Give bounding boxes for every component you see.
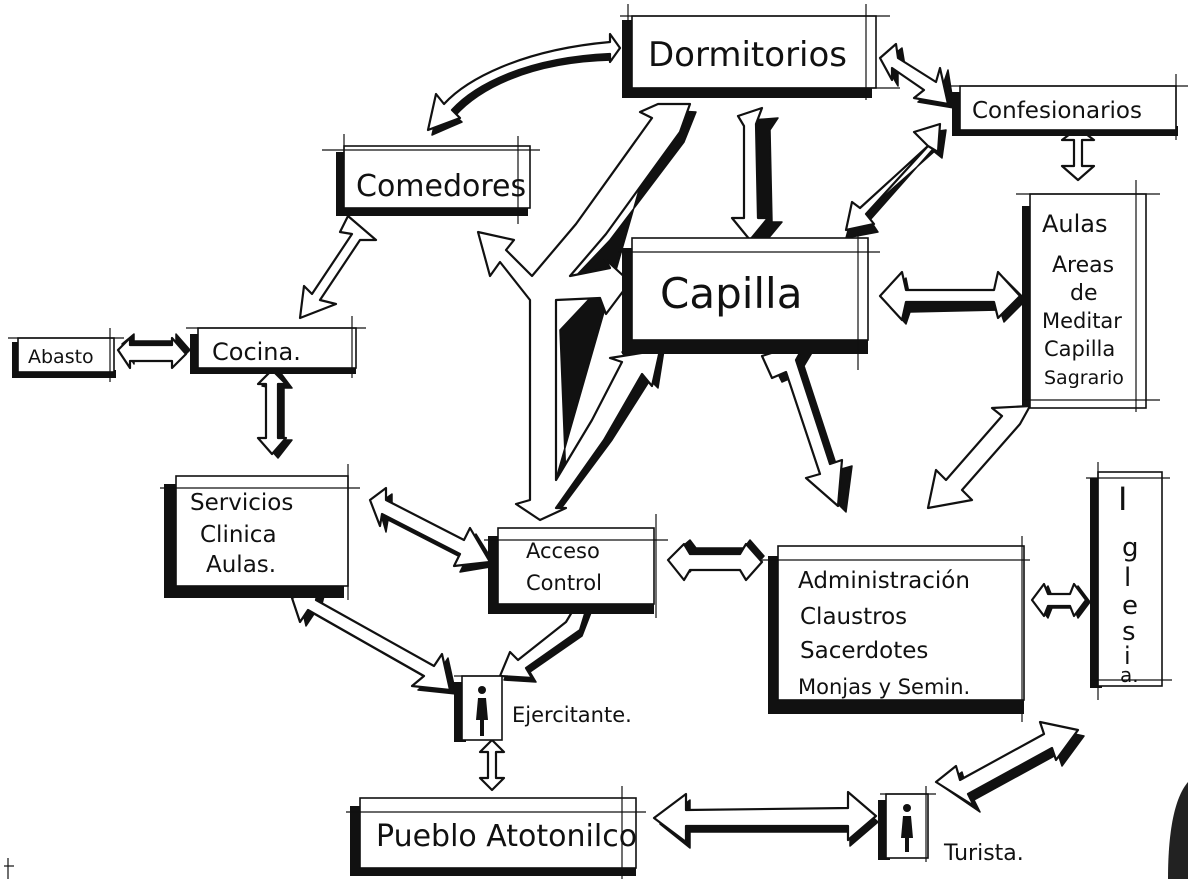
servicios-line-1: Servicios	[190, 490, 293, 516]
iglesia-line-3: l	[1124, 563, 1131, 593]
aulas-line-2: Areas	[1052, 253, 1114, 278]
turista-label: Turista.	[943, 841, 1024, 866]
node-pueblo: Pueblo Atotonilco	[346, 786, 646, 879]
confesionarios-label: Confesionarios	[972, 98, 1142, 124]
node-turista: Turista.	[878, 786, 1024, 866]
cocina-label: Cocina.	[212, 338, 301, 366]
aulas-line-3: de	[1070, 281, 1098, 306]
aulas-line-1: Aulas	[1042, 210, 1108, 238]
administracion-line-2: Claustros	[800, 604, 907, 630]
acceso-line-2: Control	[526, 571, 602, 595]
aulas-line-6: Sagrario	[1044, 367, 1124, 389]
arrow-capilla-administracion	[760, 340, 853, 513]
abasto-label: Abasto	[28, 346, 94, 368]
iglesia-line-7: a.	[1120, 663, 1139, 687]
arrow-comedores-cocina	[298, 214, 378, 320]
arrow-administracion-iglesia	[1030, 582, 1091, 619]
iglesia-line-2: g	[1122, 533, 1139, 563]
node-administracion: Administración Claustros Sacerdotes Monj…	[762, 536, 1030, 722]
aulas-line-5: Capilla	[1044, 337, 1115, 361]
administracion-line-4: Monjas y Semin.	[798, 675, 970, 699]
servicios-line-3: Aulas.	[206, 552, 276, 578]
person-icon-turista	[901, 804, 913, 852]
arrow-dormitorios-comedores	[426, 32, 622, 136]
node-abasto: Abasto	[8, 328, 124, 382]
node-servicios: Servicios Clinica Aulas.	[160, 464, 360, 600]
acceso-line-1: Acceso	[526, 539, 600, 563]
arrow-aulas-administracion	[926, 404, 1032, 510]
node-cocina: Cocina.	[186, 316, 366, 378]
arrow-pueblo-turista	[652, 790, 879, 849]
arrow-cocina-servicios	[256, 368, 293, 459]
arrow-servicios-acceso	[368, 486, 497, 573]
arrow-ejercitante-pueblo	[478, 738, 506, 792]
pueblo-label: Pueblo Atotonilco	[376, 819, 637, 854]
iglesia-line-1: I	[1118, 480, 1127, 518]
administracion-line-3: Sacerdotes	[800, 638, 928, 664]
node-confesionarios: Confesionarios	[948, 74, 1188, 140]
arrow-abasto-cocina	[116, 333, 191, 370]
dormitorios-label: Dormitorios	[648, 35, 847, 75]
iglesia-line-4: e	[1122, 591, 1138, 621]
node-ejercitante: Ejercitante.	[454, 675, 632, 742]
node-acceso: Acceso Control	[484, 514, 668, 618]
node-iglesia: I g l e s i a.	[1086, 462, 1172, 700]
iglesia-line-6: i	[1124, 642, 1131, 670]
iglesia-line-5: s	[1122, 617, 1136, 647]
node-dormitorios: Dormitorios	[620, 4, 900, 100]
arrow-dormitorios-confesionarios	[878, 42, 955, 109]
person-icon-ejercitante	[476, 686, 488, 736]
aulas-line-4: Meditar	[1042, 309, 1122, 333]
arrow-dormitorios-capilla	[730, 106, 783, 247]
servicios-line-2: Clinica	[200, 522, 277, 548]
arrow-capilla-aulas	[878, 270, 1027, 325]
capilla-label: Capilla	[660, 269, 802, 318]
arrow-acceso-administracion	[666, 539, 765, 582]
corner-sketch	[4, 782, 1188, 879]
node-aulas: Aulas Areas de Meditar Capilla Sagrario	[1016, 180, 1160, 412]
comedores-label: Comedores	[356, 169, 526, 204]
arrow-hub-y	[476, 102, 697, 522]
arrow-turista-iglesia	[934, 720, 1085, 813]
arrow-acceso-ejercitante	[498, 602, 593, 683]
arrow-confesionarios-capilla	[844, 122, 947, 239]
node-comedores: Comedores	[322, 134, 540, 224]
node-capilla: Capilla	[618, 232, 880, 370]
arrow-servicios-ejercitante	[290, 582, 457, 695]
ejercitante-label: Ejercitante.	[512, 703, 632, 727]
administracion-line-1: Administración	[798, 568, 970, 594]
